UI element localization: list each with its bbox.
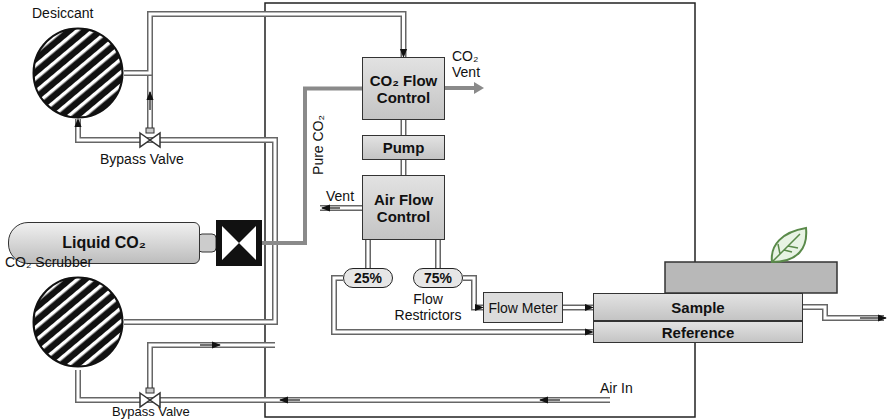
co2-line xyxy=(200,89,362,244)
exhaust-pipe xyxy=(803,307,884,318)
node-text: Liquid CO₂ xyxy=(62,234,146,252)
flow-restrictor: 25% xyxy=(343,268,393,288)
air-pipe xyxy=(403,160,404,175)
node-heading: CO₂ Scrubber xyxy=(5,254,92,270)
inlet-label: Air In xyxy=(600,380,633,396)
valve-label: Bypass Valve xyxy=(100,151,184,167)
bypass-pipe xyxy=(150,345,275,392)
node-text: 75% xyxy=(424,270,452,286)
node-text: Sample xyxy=(671,299,724,316)
sample-cell: Sample xyxy=(593,293,803,321)
pipe-label: Pure CO₂ xyxy=(310,115,326,175)
node-text: Air Flow Control xyxy=(367,191,440,225)
vent-label: Vent xyxy=(326,188,354,204)
node-text: CO₂ Flow Control xyxy=(367,72,440,106)
cylinder-valve xyxy=(198,220,262,266)
enclosure xyxy=(265,3,695,417)
vent-pipe xyxy=(320,207,362,210)
control-box: Air Flow Control xyxy=(362,175,445,240)
air-pipe xyxy=(563,307,593,308)
canister-outline xyxy=(32,276,124,368)
air-pipe xyxy=(403,120,404,135)
exhaust-pipe xyxy=(803,307,884,318)
node-text: 25% xyxy=(354,270,382,286)
restrictor-label: Flow Restrictors xyxy=(388,291,468,323)
node-text: Pump xyxy=(383,139,425,156)
desiccant-canister: Desiccant xyxy=(32,27,124,119)
air-pipe xyxy=(438,240,439,268)
node-text: Reference xyxy=(662,324,735,341)
bypass-pipe xyxy=(147,73,153,132)
reference-cell: Reference xyxy=(593,321,803,343)
bypass-pipe xyxy=(150,345,275,392)
node-heading: Desiccant xyxy=(32,5,93,21)
pump-box: Pump xyxy=(362,135,445,160)
valve-label: Bypass Valve xyxy=(112,404,190,419)
bypass-valve-symbol xyxy=(140,128,160,147)
air-pipe xyxy=(463,278,483,308)
scrubber-canister: CO₂ Scrubber xyxy=(32,276,124,368)
air-pipe xyxy=(368,240,369,268)
node-text: Flow Meter xyxy=(488,300,557,316)
flow-restrictor: 75% xyxy=(413,268,463,288)
control-box: CO₂ Flow Control xyxy=(362,57,445,120)
co2-vent-arrow xyxy=(445,82,484,94)
bypass-pipe xyxy=(149,73,152,132)
canister-outline xyxy=(32,27,124,119)
flow-meter: Flow Meter xyxy=(483,292,563,323)
vent-pipe xyxy=(320,205,362,211)
leaf-chamber xyxy=(665,228,837,293)
vent-label: CO₂ Vent xyxy=(452,48,492,80)
